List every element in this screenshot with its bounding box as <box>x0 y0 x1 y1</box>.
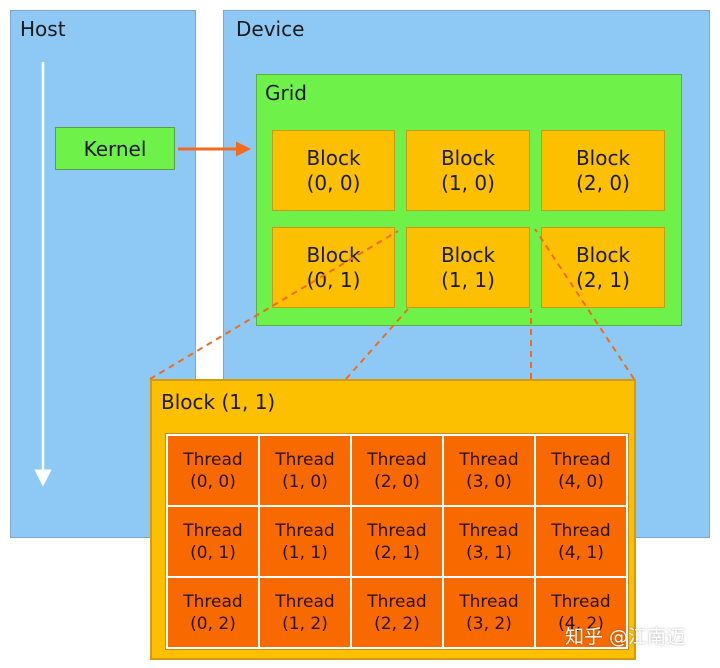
thread-coord: (1, 1) <box>282 542 328 563</box>
thread-name: Thread <box>367 520 427 541</box>
block-name: Block <box>440 242 496 267</box>
grid-block: Block (2, 0) <box>541 130 665 211</box>
grid-block: Block (2, 1) <box>541 227 665 308</box>
thread-name: Thread <box>551 449 611 470</box>
block-coord: (1, 1) <box>441 267 495 292</box>
block-name: Block <box>306 145 361 170</box>
thread-name: Thread <box>275 520 335 541</box>
thread-coord: (2, 2) <box>374 613 420 634</box>
thread-coord: (0, 0) <box>190 471 236 492</box>
thread-name: Thread <box>459 520 519 541</box>
kernel-label: Kernel <box>83 136 147 161</box>
block-name: Block <box>575 242 631 267</box>
kernel-box: Kernel <box>55 127 175 170</box>
thread-cell: Thread(4, 0) <box>536 436 626 505</box>
thread-coord: (2, 0) <box>374 471 420 492</box>
thread-name: Thread <box>275 591 335 612</box>
thread-coord: (4, 0) <box>558 471 604 492</box>
thread-name: Thread <box>183 520 243 541</box>
host-panel: Host <box>10 10 196 538</box>
watermark: 知乎 @江南迈 <box>565 626 686 648</box>
expanded-block-label: Block (1, 1) <box>161 390 276 414</box>
thread-name: Thread <box>275 449 335 470</box>
thread-cell: Thread(2, 0) <box>352 436 442 505</box>
thread-cell: Thread(0, 0) <box>168 436 258 505</box>
block-coord: (0, 0) <box>306 170 361 195</box>
thread-coord: (1, 2) <box>282 613 328 634</box>
thread-name: Thread <box>367 449 427 470</box>
thread-name: Thread <box>459 591 519 612</box>
grid-block-highlighted: Block (1, 1) <box>406 227 530 308</box>
thread-cell: Thread(0, 2) <box>168 578 258 647</box>
thread-coord: (0, 1) <box>190 542 236 563</box>
zoom-connector-left-outer <box>149 230 399 380</box>
thread-cell: Thread(3, 0) <box>444 436 534 505</box>
block-coord: (0, 1) <box>306 267 361 292</box>
thread-coord: (0, 2) <box>190 613 236 634</box>
thread-cell: Thread(3, 1) <box>444 507 534 576</box>
thread-coord: (3, 0) <box>466 471 512 492</box>
block-name: Block <box>575 145 631 170</box>
thread-name: Thread <box>459 449 519 470</box>
thread-cell: Thread(3, 2) <box>444 578 534 647</box>
thread-cell: Thread(2, 2) <box>352 578 442 647</box>
thread-name: Thread <box>551 520 611 541</box>
thread-cell: Thread(0, 1) <box>168 507 258 576</box>
thread-grid: Thread(0, 0) Thread(1, 0) Thread(2, 0) T… <box>165 433 629 650</box>
block-coord: (2, 1) <box>576 267 630 292</box>
thread-coord: (2, 1) <box>374 542 420 563</box>
grid-block: Block (0, 0) <box>272 130 395 211</box>
zoom-connector-left-inner <box>345 308 409 380</box>
thread-cell: Thread(1, 0) <box>260 436 350 505</box>
block-coord: (1, 0) <box>441 170 495 195</box>
zoom-connector-right-outer <box>534 228 635 380</box>
expanded-block: Block (1, 1) Thread(0, 0) Thread(1, 0) T… <box>150 379 636 660</box>
thread-cell: Thread(4, 1) <box>536 507 626 576</box>
thread-name: Thread <box>367 591 427 612</box>
block-name: Block <box>306 242 361 267</box>
thread-cell: Thread(1, 1) <box>260 507 350 576</box>
grid-label: Grid <box>265 81 307 105</box>
device-label: Device <box>236 17 305 41</box>
host-label: Host <box>20 17 66 41</box>
thread-name: Thread <box>551 591 611 612</box>
thread-name: Thread <box>183 591 243 612</box>
thread-coord: (3, 1) <box>466 542 512 563</box>
thread-coord: (4, 1) <box>558 542 604 563</box>
block-name: Block <box>440 145 496 170</box>
thread-name: Thread <box>183 449 243 470</box>
thread-coord: (4, 2) <box>558 613 604 634</box>
thread-cell: Thread(1, 2) <box>260 578 350 647</box>
block-coord: (2, 0) <box>576 170 630 195</box>
grid-block: Block (1, 0) <box>406 130 530 211</box>
thread-cell: Thread(4, 2) <box>536 578 626 647</box>
thread-coord: (3, 2) <box>466 613 512 634</box>
thread-cell: Thread(2, 1) <box>352 507 442 576</box>
thread-coord: (1, 0) <box>282 471 328 492</box>
